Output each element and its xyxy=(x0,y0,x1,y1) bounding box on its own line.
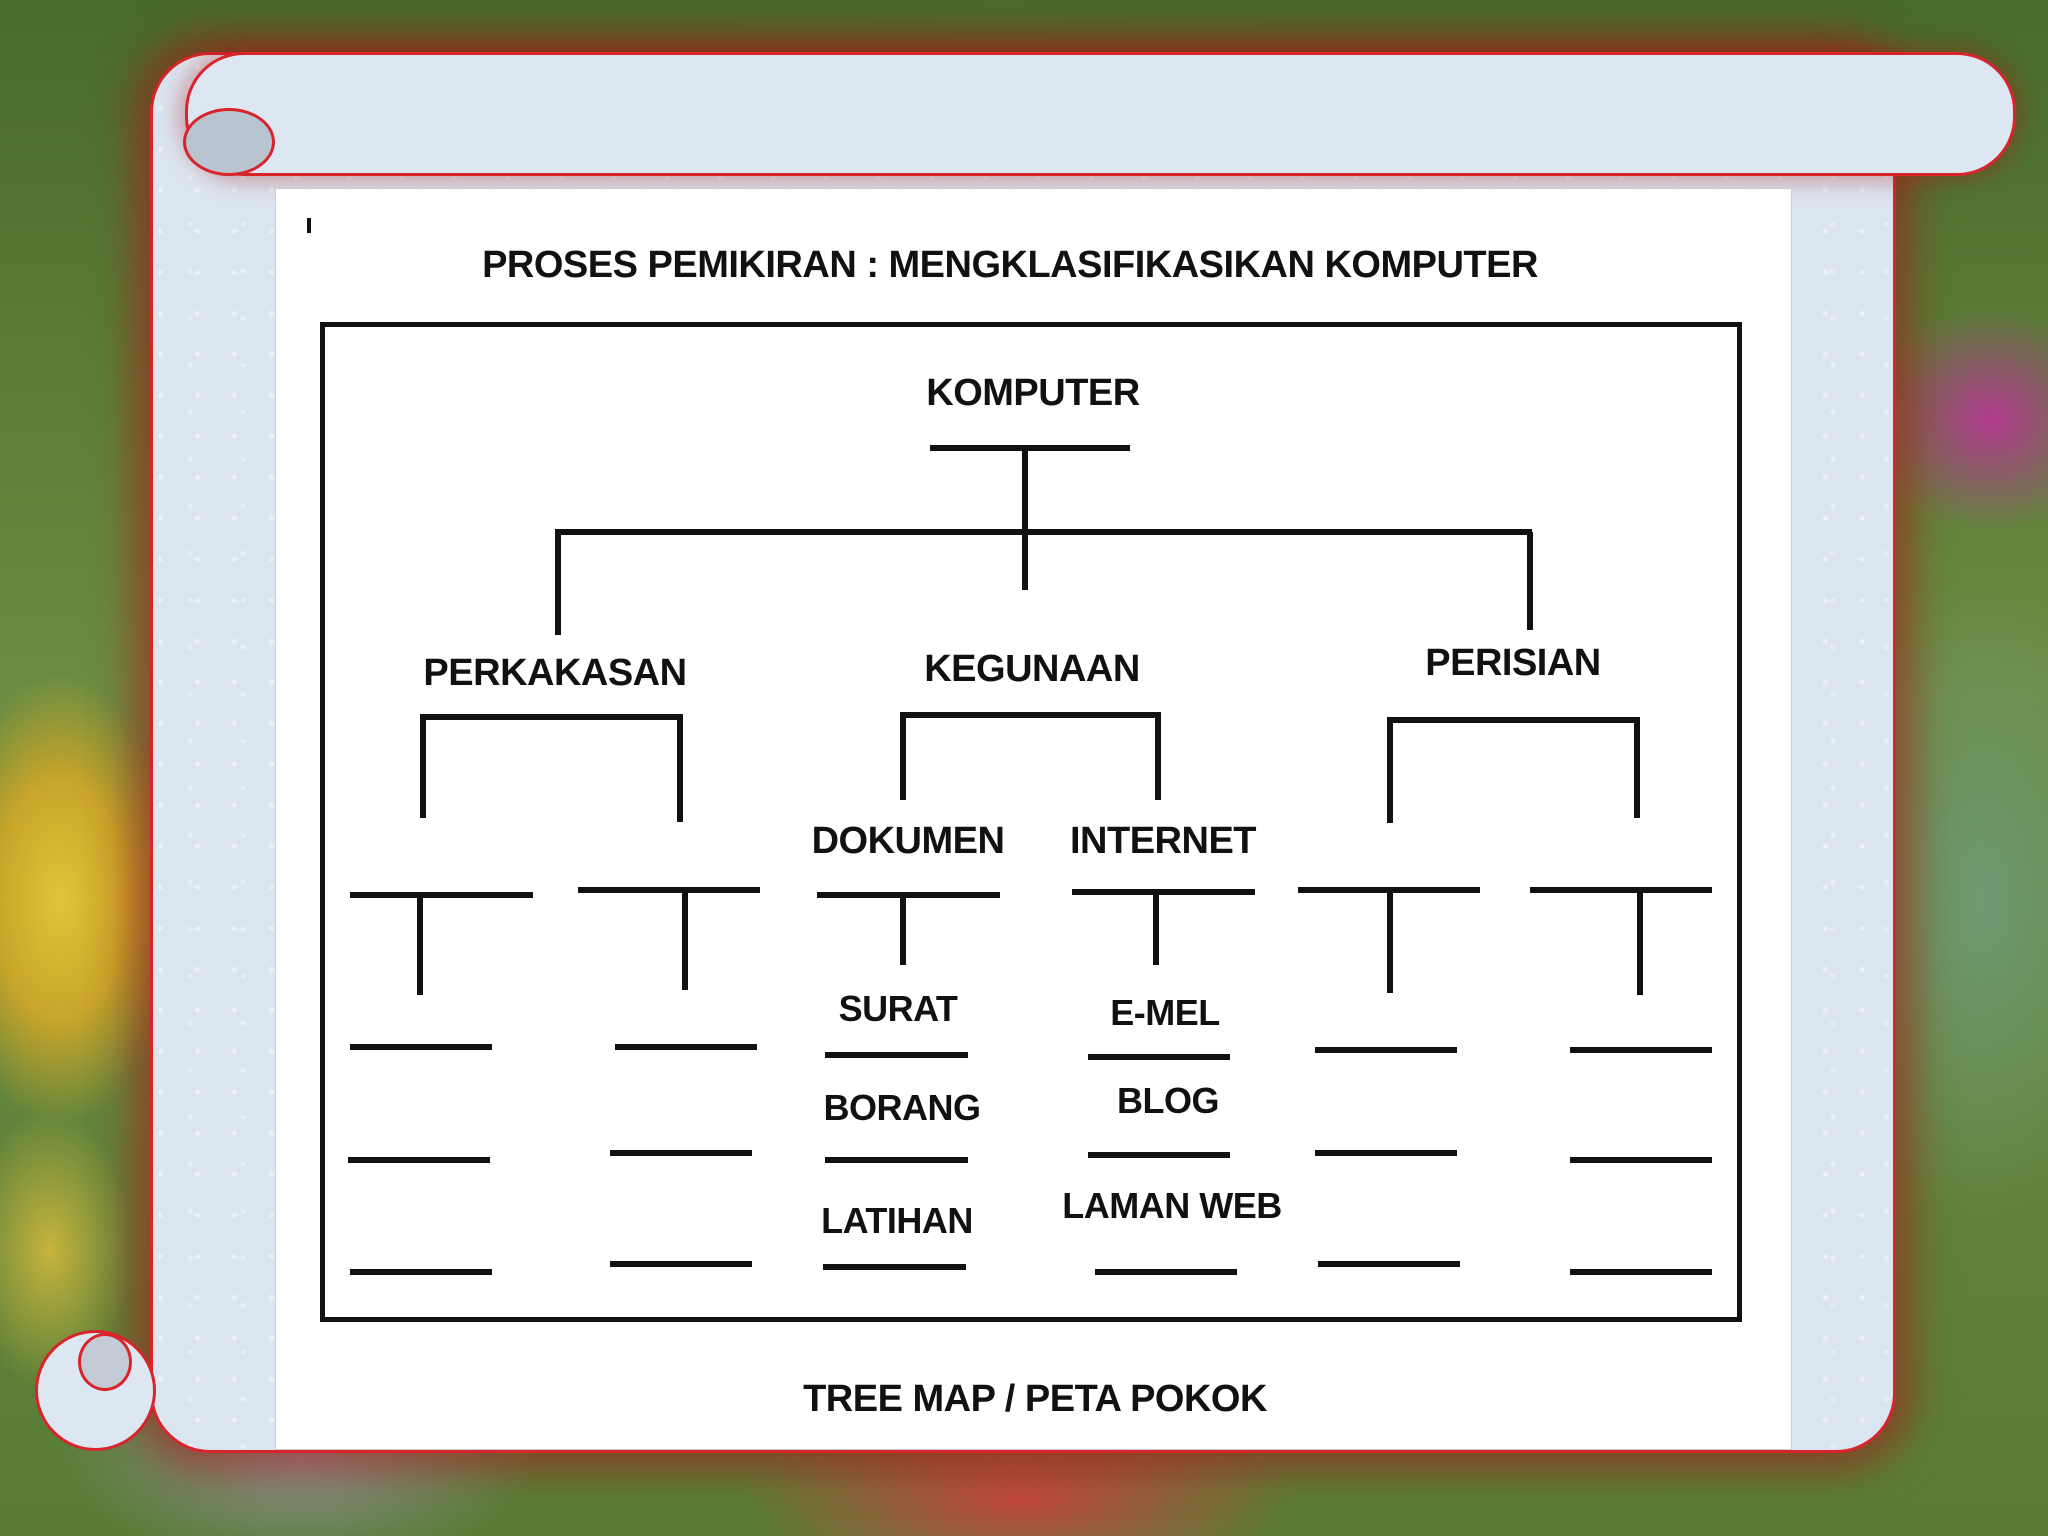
leaf-laman-web: LAMAN WEB xyxy=(1062,1185,1282,1226)
tree-map-frame xyxy=(320,322,1742,1322)
perkakasan-bracket xyxy=(420,714,683,822)
scroll-top-roll xyxy=(185,52,2016,176)
sheet-mark xyxy=(307,218,311,233)
scroll-curl-bottom-inner xyxy=(78,1333,132,1391)
node-perisian: PERISIAN xyxy=(1425,642,1601,684)
node-kegunaan: KEGUNAAN xyxy=(924,648,1140,690)
node-perkakasan: PERKAKASAN xyxy=(423,652,687,694)
node-dokumen: DOKUMEN xyxy=(811,820,1005,862)
diagram-caption: TREE MAP / PETA POKOK xyxy=(803,1378,1267,1420)
perisian-bracket xyxy=(1387,717,1640,823)
leaf-blog: BLOG xyxy=(1117,1080,1220,1121)
leaf-surat: SURAT xyxy=(838,988,958,1029)
leaf-e-mel: E-MEL xyxy=(1110,992,1220,1033)
node-internet: INTERNET xyxy=(1070,820,1257,862)
scroll-curl-top xyxy=(183,108,275,176)
node-komputer: KOMPUTER xyxy=(926,372,1140,414)
kegunaan-bracket xyxy=(900,712,1161,800)
diagram-title: PROSES PEMIKIRAN : MENGKLASIFIKASIKAN KO… xyxy=(482,244,1538,286)
leaf-borang: BORANG xyxy=(823,1087,982,1128)
leaf-latihan: LATIHAN xyxy=(821,1200,973,1241)
diagram-sheet xyxy=(275,188,1792,1450)
